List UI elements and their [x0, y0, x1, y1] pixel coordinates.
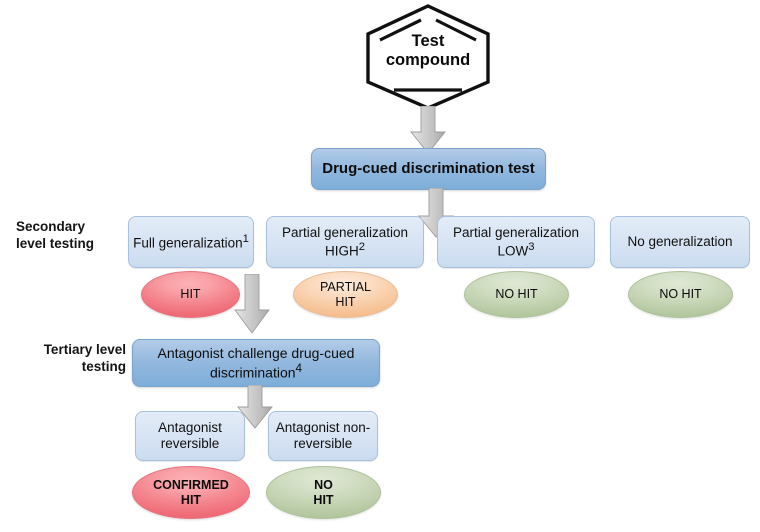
result-ellipse-no-hit-low-label: NO HIT — [495, 287, 538, 302]
benzene-ring-icon — [366, 4, 490, 110]
secondary-box-partial-high[interactable]: Partial generalization HIGH2 — [266, 216, 424, 268]
result-ellipse-partial-hit: PARTIAL HIT — [293, 271, 398, 318]
tertiary-test-box[interactable]: Antagonist challenge drug-cued discrimin… — [132, 339, 380, 387]
tertiary-box-antagonist-reversible-label: Antagonist reversible — [158, 420, 222, 451]
tertiary-box-antagonist-non-reversible-label: Antagonist non-reversible — [275, 420, 371, 451]
secondary-box-partial-low-label: Partial generalization LOW3 — [442, 225, 590, 259]
arrow-hit-to-tertiary — [233, 273, 271, 334]
result-ellipse-no-hit-low: NO HIT — [464, 271, 569, 318]
stage-label-secondary: Secondary level testing — [16, 219, 95, 251]
secondary-box-no-generalization-label: No generalization — [627, 234, 733, 250]
result-ellipse-partial-hit-label: PARTIAL HIT — [320, 280, 371, 309]
secondary-box-full-generalization[interactable]: Full generalization1 — [128, 216, 254, 268]
label-text: Partial generalization LOW — [452, 224, 580, 259]
result-ellipse-hit: HIT — [141, 271, 240, 318]
result-ellipse-no-hit-final: NO HIT — [266, 466, 381, 519]
tertiary-box-antagonist-non-reversible[interactable]: Antagonist non-reversible — [268, 411, 378, 461]
superscript-2: 2 — [358, 240, 365, 253]
primary-test-box[interactable]: Drug-cued discrimination test — [311, 148, 546, 190]
result-ellipse-hit-label: HIT — [180, 287, 201, 302]
primary-test-label: Drug-cued discrimination test — [322, 160, 535, 178]
result-ellipse-no-hit-none: NO HIT — [628, 271, 733, 318]
label-text: Antagonist challenge drug-cued discrimin… — [157, 345, 355, 381]
tertiary-test-label: Antagonist challenge drug-cued discrimin… — [137, 345, 375, 381]
tertiary-box-antagonist-reversible[interactable]: Antagonist reversible — [135, 411, 245, 461]
result-ellipse-no-hit-none-label: NO HIT — [659, 287, 702, 302]
arrow-compound-to-primary — [409, 105, 447, 154]
arrow-tertiary-to-outcomes — [236, 384, 274, 429]
secondary-box-full-generalization-label: Full generalization1 — [133, 233, 249, 251]
test-compound-node: Test compound — [358, 2, 498, 110]
label-text: Full generalization — [133, 235, 243, 251]
result-ellipse-confirmed-hit: CONFIRMED HIT — [132, 466, 250, 519]
result-ellipse-confirmed-hit-label: CONFIRMED HIT — [153, 478, 229, 507]
label-text: Partial generalization HIGH — [281, 224, 409, 259]
result-ellipse-no-hit-final-label: NO HIT — [313, 478, 334, 507]
secondary-box-partial-high-label: Partial generalization HIGH2 — [271, 225, 419, 259]
superscript-3: 3 — [528, 240, 535, 253]
secondary-box-no-generalization[interactable]: No generalization — [610, 216, 750, 268]
stage-label-tertiary: Tertiary level testing — [43, 342, 126, 374]
superscript-4: 4 — [295, 361, 303, 375]
secondary-box-partial-low[interactable]: Partial generalization LOW3 — [437, 216, 595, 268]
superscript-1: 1 — [242, 232, 249, 245]
